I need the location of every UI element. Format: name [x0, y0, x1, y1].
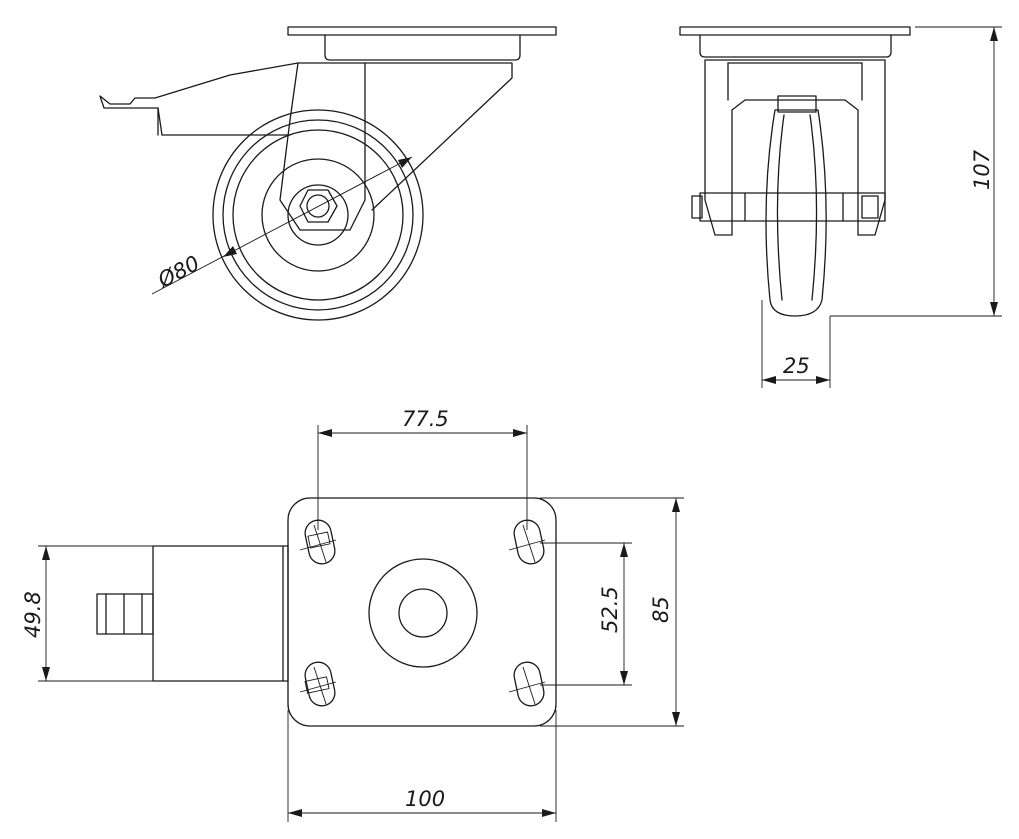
end-top-plate: [679, 26, 911, 36]
end-view: 107 25: [679, 26, 1002, 388]
axle: [699, 192, 886, 222]
top-view: 77.5 52.5 85 100 49.8: [21, 407, 684, 822]
wheel-width-label: 25: [783, 354, 810, 378]
mounting-hole: [508, 661, 546, 707]
bearing-housing: [324, 34, 521, 61]
brake-height-label: 49.8: [21, 591, 45, 638]
brake-pedal: [96, 593, 154, 635]
end-wheel: [765, 109, 827, 317]
hole-spacing-y-label: 52.5: [598, 586, 622, 633]
brake-housing: [152, 545, 289, 682]
mounting-hole: [508, 519, 546, 565]
mounting-plate: [287, 497, 557, 727]
plate-width-label: 100: [405, 787, 445, 811]
mounting-hole: [299, 519, 337, 565]
brake-lever: [99, 62, 299, 136]
fork-arm: [364, 62, 513, 211]
hub-outer: [368, 558, 478, 668]
hole-spacing-x-label: 77.5: [402, 407, 449, 431]
hub-inner: [398, 588, 448, 638]
fork: [279, 62, 366, 231]
side-view: Ø80: [99, 26, 557, 321]
end-fork: [704, 59, 886, 236]
height-label: 107: [970, 149, 994, 190]
mounting-hole: [299, 661, 337, 707]
wheel-hub-top: [777, 95, 817, 113]
top-plate: [287, 26, 557, 36]
wheel: [212, 109, 424, 321]
diameter-dimension-line: [151, 156, 413, 295]
plate-depth-label: 85: [649, 596, 673, 623]
axle-nut: [299, 189, 338, 223]
diameter-label: Ø80: [153, 251, 203, 293]
